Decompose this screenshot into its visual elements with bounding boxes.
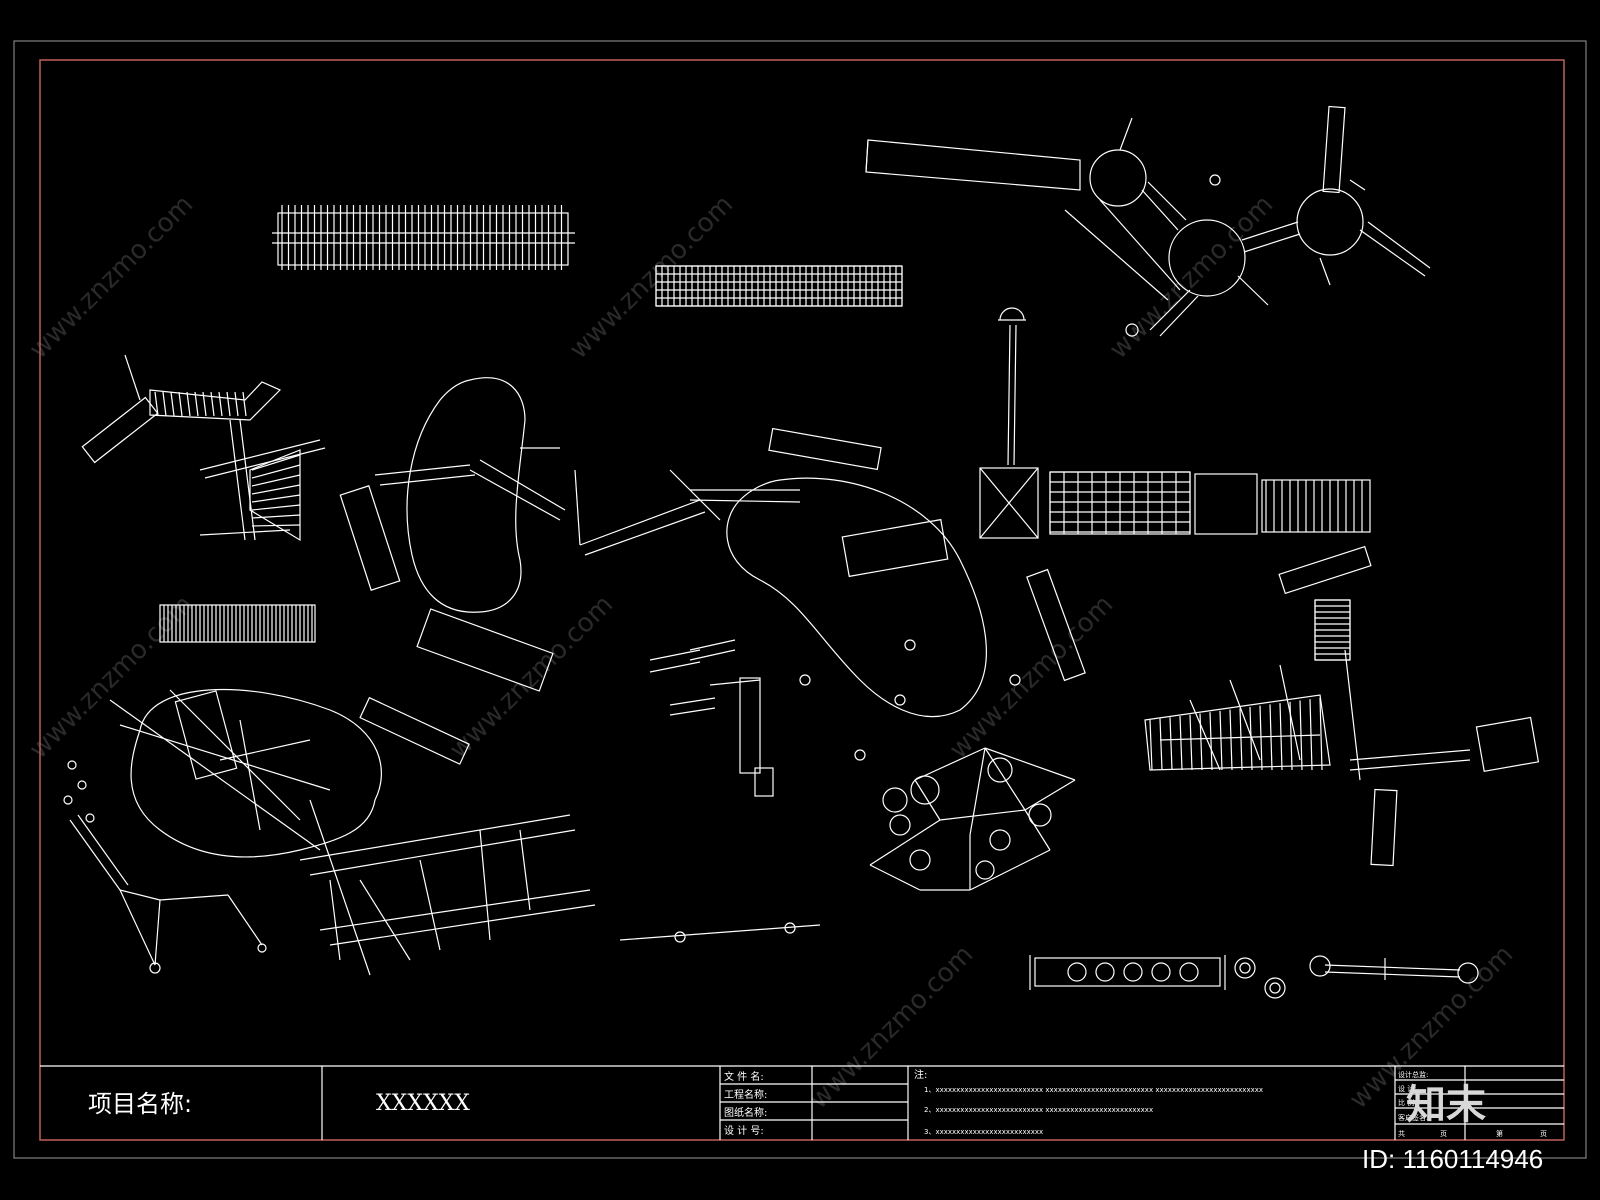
drawing-line xyxy=(1289,701,1293,771)
project-title-label: 工程名称: xyxy=(724,1088,767,1101)
central-play-area xyxy=(339,377,1086,765)
sign-label: 比 例: xyxy=(1398,1098,1417,1107)
drawing-line xyxy=(251,464,301,479)
image-id: ID: 1160114946 xyxy=(1362,1144,1543,1174)
drawing-line xyxy=(251,494,301,503)
tower-cluster-top-right xyxy=(865,105,1431,337)
drawing-line xyxy=(1249,706,1253,771)
page-unit-label: 页 xyxy=(1540,1130,1547,1138)
sign-label: 设计总监: xyxy=(1398,1070,1428,1079)
log-benches xyxy=(649,639,1021,797)
sign-label: 设 计: xyxy=(1398,1084,1417,1093)
title-block xyxy=(40,1065,1564,1140)
note-line: 1、xxxxxxxxxxxxxxxxxxxxxxxxxx xxxxxxxxxxx… xyxy=(924,1086,1263,1094)
drawing-line xyxy=(251,454,301,471)
drawing-line xyxy=(1309,699,1313,771)
drawing-line xyxy=(1299,700,1303,771)
rope-net-web xyxy=(619,747,1076,943)
drawing-line xyxy=(234,391,239,417)
drawing-line xyxy=(186,391,191,417)
outer-border xyxy=(13,40,1587,1159)
drawing-line xyxy=(1269,704,1273,771)
drawing-line xyxy=(251,514,301,519)
project-name-label: 项目名称: xyxy=(88,1090,192,1118)
brand-logo: 知末 xyxy=(1406,1082,1486,1128)
rope-bridge-left xyxy=(81,354,326,643)
drawing-line xyxy=(154,391,159,417)
drawing-line xyxy=(1199,713,1203,771)
drawing-line xyxy=(218,391,223,417)
platform-bridge-right xyxy=(979,307,1372,595)
drawing-line xyxy=(162,391,167,417)
drawing-line xyxy=(210,391,215,417)
note-line: 3、xxxxxxxxxxxxxxxxxxxxxxxxxx xyxy=(924,1128,1043,1136)
watermark-text: www.znzmo.com xyxy=(24,590,199,765)
watermark-layer: www.znzmo.com www.znzmo.com www.znzmo.co… xyxy=(24,190,1519,1115)
climbing-structure-right xyxy=(1144,599,1540,867)
drawing-line xyxy=(1219,710,1223,771)
sign-label: 客户签名: xyxy=(1398,1113,1428,1122)
tire-bridge-bottom xyxy=(1029,955,1479,999)
page-current-label: 第 xyxy=(1496,1129,1503,1138)
watermark-text: www.znzmo.com xyxy=(1104,190,1279,365)
drawing-line xyxy=(1319,697,1323,771)
note-line: 2、xxxxxxxxxxxxxxxxxxxxxxxxxx xxxxxxxxxxx… xyxy=(924,1106,1153,1114)
drawing-line xyxy=(1229,709,1233,771)
drawing-line xyxy=(178,391,183,417)
drawing-line xyxy=(1179,716,1183,771)
drawing-line xyxy=(251,504,301,511)
slat-bridge-top-left xyxy=(272,205,575,270)
drawing-line xyxy=(170,391,175,417)
drawing-line xyxy=(251,474,301,487)
drawing-line xyxy=(1259,705,1263,771)
drawing-line xyxy=(1159,718,1163,771)
page-total-label: 共 xyxy=(1398,1129,1405,1138)
title-block-text: 项目名称: XXXXXX 文 件 名: 工程名称: 图纸名称: 设 计 号: 注… xyxy=(88,1068,1547,1138)
page-unit-label: 页 xyxy=(1440,1130,1447,1138)
watermark-text: www.znzmo.com xyxy=(944,590,1119,765)
notes-label: 注: xyxy=(914,1068,927,1081)
drawing-line xyxy=(1189,714,1193,771)
drawing-line xyxy=(1279,703,1283,771)
project-name-value: XXXXXX xyxy=(376,1091,470,1116)
log-climber-left xyxy=(63,688,596,976)
drawing-line xyxy=(1239,708,1243,771)
drawing-line xyxy=(1209,712,1213,771)
drawing-line xyxy=(202,391,207,417)
watermark-text: www.znzmo.com xyxy=(444,590,619,765)
drawing-name-label: 图纸名称: xyxy=(724,1106,767,1119)
watermark-text: www.znzmo.com xyxy=(564,190,739,365)
drawing-line xyxy=(251,524,301,527)
drawing-line xyxy=(194,391,199,417)
design-number-label: 设 计 号: xyxy=(724,1124,764,1137)
grid-bridge-top-middle xyxy=(655,265,903,307)
file-name-label: 文 件 名: xyxy=(724,1070,764,1083)
drawing-line xyxy=(1169,717,1173,771)
drawing-line xyxy=(242,391,247,417)
drawing-frame xyxy=(39,59,1565,1141)
drawing-line xyxy=(251,484,301,495)
drawing-line xyxy=(1149,719,1153,771)
watermark-text: www.znzmo.com xyxy=(24,190,199,365)
drawing-line xyxy=(226,391,231,417)
